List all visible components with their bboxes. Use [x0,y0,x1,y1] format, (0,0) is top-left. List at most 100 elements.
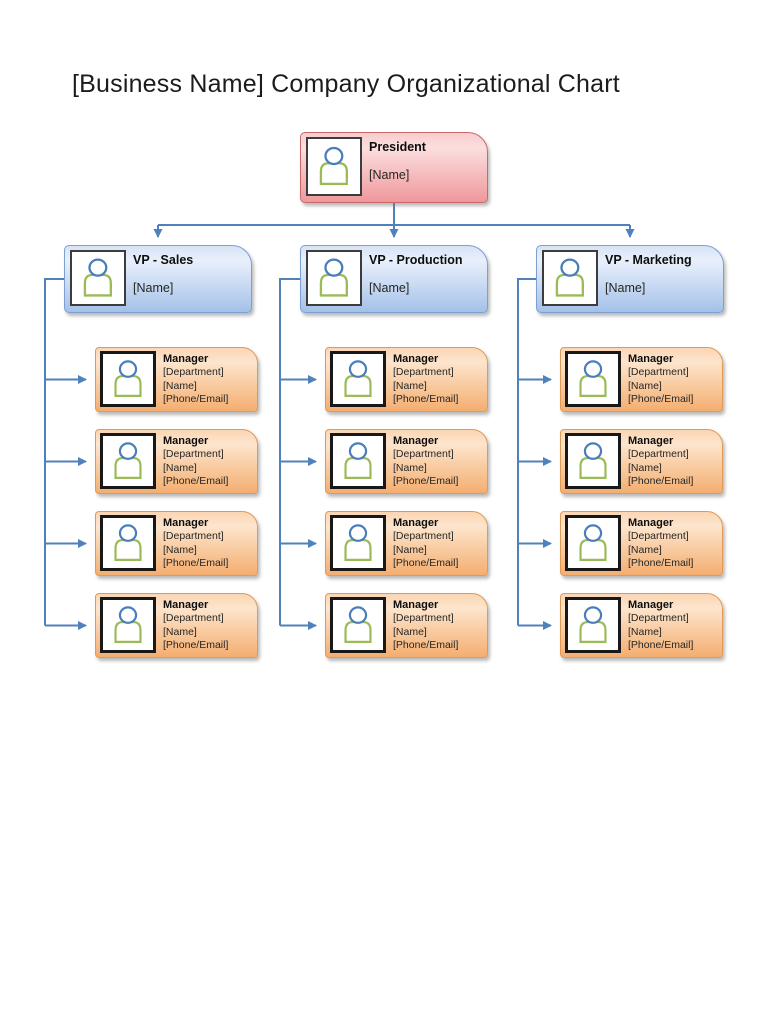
person-icon [114,360,142,397]
node-department: [Department] [393,448,454,460]
node-manager-sales-2: Manager[Department][Name][Phone/Email] [95,429,258,494]
node-text: Manager[Department][Name][Phone/Email] [628,516,717,571]
node-contact: [Phone/Email] [628,639,694,651]
node-department: [Department] [393,530,454,542]
node-name: [Name] [133,281,174,295]
node-contact: [Phone/Email] [163,557,229,569]
photo-placeholder [565,597,621,653]
node-contact: [Phone/Email] [393,393,459,405]
node-text: VP - Sales [Name] [133,253,246,295]
photo-placeholder [565,433,621,489]
node-name: [Name] [393,625,427,638]
node-title: Manager [628,435,674,447]
node-department: [Department] [628,366,689,378]
node-manager-production-3: Manager[Department][Name][Phone/Email] [325,511,488,576]
node-contact: [Phone/Email] [628,475,694,487]
person-icon [344,606,372,643]
node-title: Manager [628,599,674,611]
node-title: Manager [628,517,674,529]
person-icon [579,524,607,561]
node-name: [Name] [605,281,646,295]
node-name: [Name] [163,625,197,638]
node-name: [Name] [163,379,197,392]
node-title: Manager [163,517,209,529]
photo-placeholder [542,250,598,306]
node-title: Manager [393,599,439,611]
node-title: Manager [393,353,439,365]
node-text: Manager[Department][Name][Phone/Email] [163,598,252,653]
node-title: VP - Production [369,253,463,267]
photo-placeholder [100,515,156,571]
node-department: [Department] [163,366,224,378]
person-icon [83,258,113,297]
node-manager-marketing-1: Manager[Department][Name][Phone/Email] [560,347,723,412]
node-manager-sales-4: Manager[Department][Name][Phone/Email] [95,593,258,658]
person-icon [555,258,585,297]
photo-placeholder [100,433,156,489]
node-text: Manager[Department][Name][Phone/Email] [163,434,252,489]
person-icon [319,258,349,297]
node-title: Manager [163,353,209,365]
node-vp-production: VP - Production[Name] [300,245,488,313]
node-contact: [Phone/Email] [163,475,229,487]
photo-placeholder [565,351,621,407]
node-text: Manager[Department][Name][Phone/Email] [393,598,482,653]
node-name: [Name] [628,625,662,638]
node-manager-marketing-2: Manager[Department][Name][Phone/Email] [560,429,723,494]
person-icon [114,442,142,479]
photo-placeholder [306,250,362,306]
node-contact: [Phone/Email] [393,557,459,569]
node-text: Manager[Department][Name][Phone/Email] [393,352,482,407]
node-text: Manager[Department][Name][Phone/Email] [163,352,252,407]
photo-placeholder [330,433,386,489]
node-contact: [Phone/Email] [393,639,459,651]
person-icon [579,360,607,397]
node-title: Manager [393,435,439,447]
node-manager-production-4: Manager[Department][Name][Phone/Email] [325,593,488,658]
node-title: President [369,140,426,154]
node-department: [Department] [163,530,224,542]
node-contact: [Phone/Email] [163,393,229,405]
node-department: [Department] [628,448,689,460]
node-president: President [Name] [300,132,488,203]
node-text: Manager[Department][Name][Phone/Email] [393,434,482,489]
node-manager-sales-3: Manager[Department][Name][Phone/Email] [95,511,258,576]
node-title: Manager [628,353,674,365]
person-icon [344,442,372,479]
node-manager-production-1: Manager[Department][Name][Phone/Email] [325,347,488,412]
person-icon [319,147,349,186]
person-icon [344,524,372,561]
node-name: [Name] [163,461,197,474]
node-text: Manager[Department][Name][Phone/Email] [628,352,717,407]
photo-placeholder [70,250,126,306]
node-manager-sales-1: Manager[Department][Name][Phone/Email] [95,347,258,412]
person-icon [579,606,607,643]
node-title: Manager [163,599,209,611]
node-vp-sales: VP - Sales [Name] [64,245,252,313]
node-department: [Department] [628,612,689,624]
node-title: VP - Sales [133,253,194,267]
photo-placeholder [330,597,386,653]
page-title: [Business Name] Company Organizational C… [72,70,620,98]
photo-placeholder [330,515,386,571]
node-text: VP - Production[Name] [369,253,482,295]
node-name: [Name] [393,379,427,392]
node-department: [Department] [393,612,454,624]
node-name: [Name] [369,168,410,182]
person-icon [114,524,142,561]
node-text: Manager[Department][Name][Phone/Email] [163,516,252,571]
node-department: [Department] [628,530,689,542]
node-contact: [Phone/Email] [628,393,694,405]
node-name: [Name] [393,543,427,556]
node-contact: [Phone/Email] [628,557,694,569]
photo-placeholder [306,137,362,196]
node-text: Manager[Department][Name][Phone/Email] [393,516,482,571]
photo-placeholder [565,515,621,571]
node-manager-marketing-3: Manager[Department][Name][Phone/Email] [560,511,723,576]
node-title: VP - Marketing [605,253,692,267]
person-icon [579,442,607,479]
node-contact: [Phone/Email] [393,475,459,487]
node-text: President [Name] [369,140,482,182]
photo-placeholder [330,351,386,407]
